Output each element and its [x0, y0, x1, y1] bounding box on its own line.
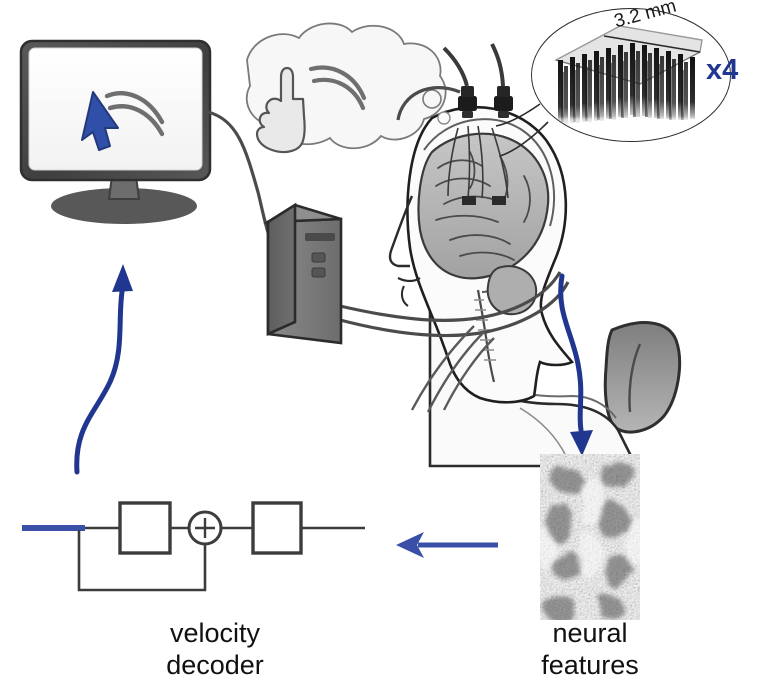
neural-features-label: neural features [541, 618, 639, 680]
mouth-profile [397, 277, 421, 283]
neural-features-panel[interactable] [536, 454, 646, 620]
scale-bar [603, 35, 701, 53]
array-multiplier-label: x4 [706, 54, 739, 86]
cables-neck-strands [410, 325, 495, 413]
decoder-block-2[interactable] [251, 501, 303, 555]
thought-bubble-dot-large [422, 89, 442, 109]
implanted-array-2 [492, 196, 506, 205]
summing-junction[interactable] [187, 510, 223, 546]
hand-motion-trails [308, 65, 367, 111]
computer-tower[interactable] [263, 202, 343, 345]
thought-bubble [245, 22, 454, 154]
skull-dome [423, 118, 556, 227]
nose-profile [388, 195, 414, 268]
tower-button-1[interactable] [311, 252, 326, 263]
monitor-screen [28, 47, 203, 171]
cable-monitor-to-computer [207, 110, 274, 245]
chin-profile [400, 285, 409, 307]
chair-headrest [603, 321, 682, 434]
electrode-array-photo [532, 9, 730, 141]
pedestal-connector-2[interactable] [490, 43, 513, 118]
arrow-head-to-neural-features [558, 273, 593, 456]
pointing-hand-icon [255, 66, 306, 154]
implanted-array-1 [462, 196, 476, 205]
implanted-leads [447, 125, 509, 199]
tower-drive-slot [305, 233, 335, 241]
thought-bubble-dot-scalp [437, 111, 451, 125]
tower-button-2[interactable] [311, 267, 326, 278]
velocity-decoder-label: velocity decoder [166, 618, 264, 680]
velocity-decoder-diagram[interactable] [22, 501, 365, 592]
monitor-base [51, 188, 197, 224]
arrow-neural-to-decoder [396, 532, 498, 558]
cursor-motion-trails [104, 91, 165, 137]
pedestal-connector-1[interactable] [442, 46, 477, 118]
decoder-block-1[interactable] [118, 501, 172, 555]
electrode-array-inset[interactable] [495, 8, 731, 157]
inset-leader-2 [499, 121, 549, 157]
tower-side [266, 202, 297, 337]
cursor-arrow [81, 91, 119, 151]
arrow-decoder-to-monitor [74, 264, 133, 475]
computer-monitor[interactable] [19, 39, 274, 245]
inset-leader-1 [495, 103, 541, 127]
cables-head-to-computer [339, 86, 570, 338]
decoder-feedback-loop [77, 530, 207, 592]
